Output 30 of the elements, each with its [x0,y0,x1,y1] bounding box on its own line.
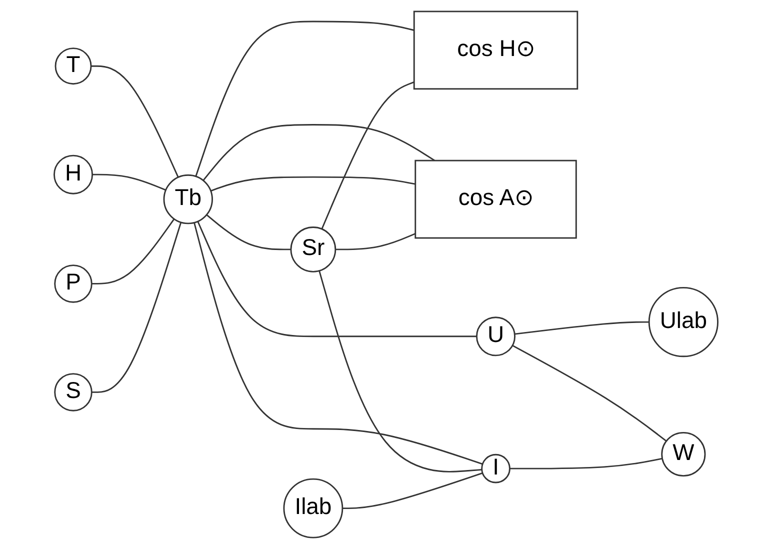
connector [92,222,182,393]
node-circle: Sr [290,226,336,272]
node-circle: T [54,48,92,85]
connector [342,472,483,509]
connector [194,222,483,465]
node-circle: P [54,264,92,303]
connector [512,344,667,442]
node-circle: Tb [163,174,213,224]
node-circle: W [661,432,706,477]
connector [197,221,477,338]
connector [335,232,416,250]
node-box: cos A⊙ [414,160,577,239]
connector [202,124,436,181]
connector [91,65,179,178]
node-circle: S [54,373,92,412]
node-box: cos H⊙ [413,10,578,90]
connector [510,458,662,470]
connector [210,176,416,192]
node-circle: Ulab [648,287,718,358]
connector [206,214,291,250]
node-circle: U [476,316,516,356]
node-circle: H [54,154,94,194]
connector [92,218,175,284]
connector [195,20,414,177]
connector [318,270,482,472]
node-circle: I [481,454,510,484]
node-circle: Ilab [283,478,344,538]
connector [514,321,650,335]
connector [321,81,414,230]
connector [92,174,166,191]
